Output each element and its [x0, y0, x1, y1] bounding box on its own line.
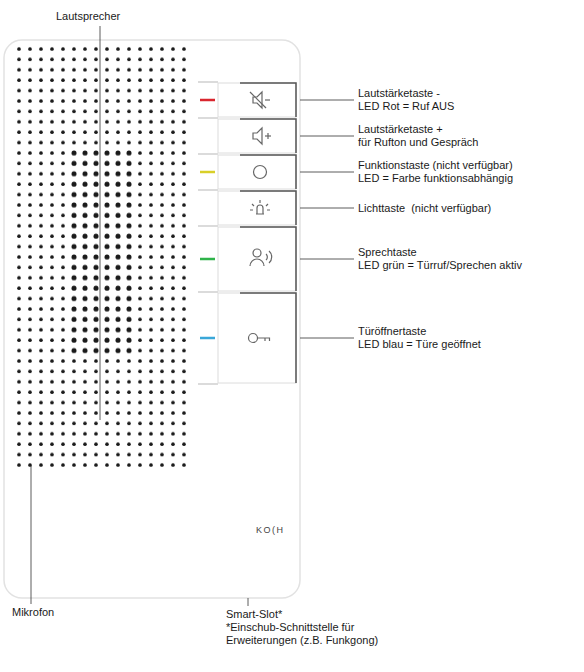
- button-name: Funktionstaste (nicht verfügbar): [358, 159, 513, 172]
- button-name: Lichttaste (nicht verfügbar): [358, 202, 491, 215]
- button-description: LED Rot = Ruf AUS: [358, 100, 454, 113]
- button-description: LED blau = Türe geöffnet: [358, 338, 481, 351]
- button-description: LED grün = Türruf/Sprechen aktiv: [358, 259, 522, 272]
- button-name: Lautstärketaste +: [358, 123, 443, 136]
- slot-footnote: *Einschub-Schnittstelle für Erweiterunge…: [226, 621, 401, 647]
- housing: [4, 40, 300, 598]
- microphone-label: Mikrofon: [12, 606, 54, 619]
- speaker-grille: [16, 46, 192, 468]
- grille-center-bg: [71, 150, 137, 358]
- grille-center: [71, 150, 137, 358]
- leader-lines: [31, 26, 354, 606]
- speaker-label: Lautsprecher: [56, 10, 120, 23]
- button-description: LED = Farbe funktionsabhängig: [358, 172, 513, 185]
- button-name: Sprechtaste: [358, 246, 417, 259]
- button-name: Türöffnertaste: [358, 325, 426, 338]
- brand-logo: KO(H: [256, 524, 285, 537]
- slot-label: Smart-Slot*: [226, 608, 282, 621]
- button-description: für Rufton und Gespräch: [358, 136, 478, 149]
- button-panel: [198, 82, 296, 384]
- button-name: Lautstärketaste -: [358, 87, 440, 100]
